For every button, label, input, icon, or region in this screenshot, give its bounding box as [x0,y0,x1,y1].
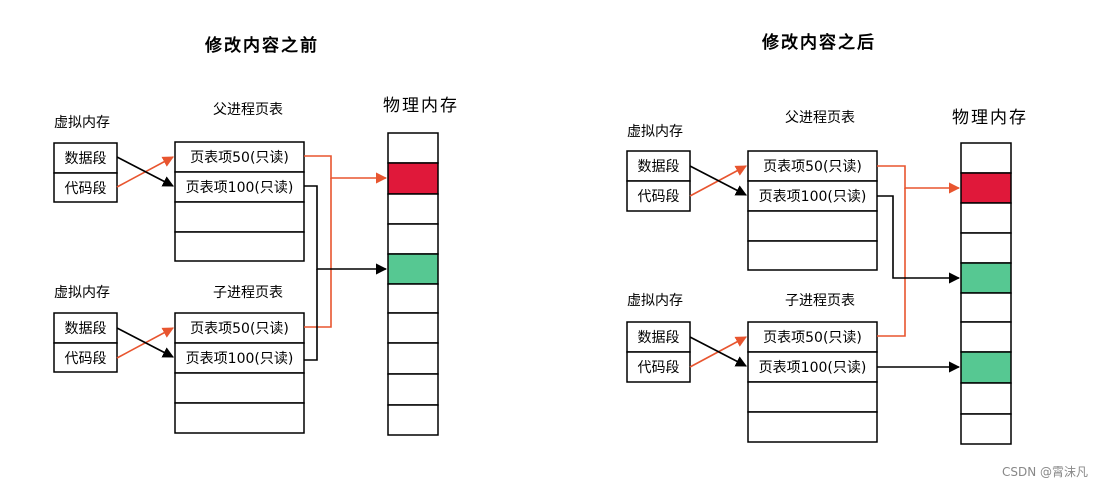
after-child-page-table: 页表项50(只读) 页表项100(只读) [747,321,878,443]
before-parent-table-title: 父进程页表 [213,102,283,118]
after-parent-page-table: 页表项50(只读) 页表项100(只读) [747,150,878,271]
before-parent-entry50-link [304,155,388,184]
before-physical-cell-4 [387,223,439,255]
after-child-entry50-link [877,188,906,337]
before-parent-segment-data [53,142,118,174]
after-parent-segment-data [626,150,691,182]
after-parent-virtual-label: 虚拟内存 [627,124,683,140]
before-child-page-table: 页表项50(只读) 页表项100(只读) [174,312,305,434]
before-child-segment-code-label: 代码段 [65,351,107,367]
after-parent-entry-1-label: 页表项50(只读) [763,158,862,175]
before-child-entry50-link [304,178,332,328]
before-parent-segment-code [53,172,118,203]
before-parent-page-table: 页表项50(只读) 页表项100(只读) [174,141,305,262]
before-child-entry-3 [174,372,305,404]
before-parent-entry-2-label: 页表项100(只读) [186,179,294,196]
before-physical-cell-9 [387,373,439,406]
after-title: 修改内容之后 [761,32,876,53]
after-physical-memory [960,142,1012,445]
after-physical-title: 物理内存 [952,108,1028,128]
before-parent-entry-2 [174,171,305,203]
before-physical-cell-1 [387,132,439,164]
after-physical-cell-7 [960,321,1012,353]
before-child-code-arrow [116,327,174,358]
after-child-virtual-label: 虚拟内存 [627,293,683,309]
after-child-entry-2-label: 页表项100(只读) [759,359,867,376]
after-physical-cell-5 [960,262,1012,294]
after-physical-cell-2 [960,172,1012,204]
after-child-virtual-memory: 数据段 代码段 [626,321,691,383]
after-parent-segment-data-label: 数据段 [638,159,680,175]
before-child-entry-4 [174,402,305,434]
before-parent-entry-3 [174,201,305,233]
before-physical-cell-2 [387,162,439,195]
after-child-entry-4 [747,411,878,443]
before-parent-virtual-memory: 数据段 代码段 [53,142,118,203]
after-parent-table-title: 父进程页表 [785,110,855,126]
before-title: 修改内容之前 [204,35,319,56]
after-parent-entry-3 [747,210,878,242]
after-physical-cell-9 [960,382,1012,415]
after-child-entry-2 [747,351,878,383]
after-child-table-title: 子进程页表 [785,293,855,309]
before-physical-cell-6 [387,283,439,314]
before-child-segment-data-label: 数据段 [65,321,107,337]
after-child-entry-1-label: 页表项50(只读) [763,329,862,346]
after-parent-entry-2-label: 页表项100(只读) [759,188,867,205]
after-parent-entry-1 [747,150,878,182]
after-parent-segment-code-label: 代码段 [638,189,680,205]
after-parent-entry50-link [877,165,961,194]
after-parent-code-arrow [689,165,747,196]
before-parent-entry-1-label: 页表项50(只读) [190,149,289,166]
before-parent-segment-data-label: 数据段 [65,151,107,167]
before-parent-segment-code-label: 代码段 [65,181,107,197]
before-physical-cell-8 [387,342,439,375]
after-physical-cell-4 [960,232,1012,264]
before-child-virtual-memory: 数据段 代码段 [53,312,118,373]
after-physical-cell-1 [960,142,1012,174]
before-physical-cell-3 [387,193,439,225]
before-physical-cell-5 [387,253,439,285]
after-physical-cell-6 [960,292,1012,323]
before-parent-virtual-label: 虚拟内存 [54,115,110,131]
before-child-table-title: 子进程页表 [213,285,283,301]
before-child-entry-1-label: 页表项50(只读) [190,320,289,337]
watermark: CSDN @霄沫凡 [1002,465,1088,479]
after-parent-entry100-link [877,195,961,284]
before-parent-entry100-link [304,185,388,275]
before-parent-entry-4 [174,231,305,262]
before-physical-cell-10 [387,404,439,436]
before-child-entry-2 [174,342,305,374]
before-child-entry-2-label: 页表项100(只读) [186,350,294,367]
after-child-entry-3 [747,381,878,413]
after-physical-cell-3 [960,202,1012,234]
after-child-code-arrow [689,336,747,367]
before-child-virtual-label: 虚拟内存 [54,285,110,301]
after-physical-cell-8 [960,351,1012,384]
before-panel: 修改内容之前 虚拟内存 数据段 代码段 父进程页表 页表项50(只读) 页表项1… [53,35,459,436]
before-parent-code-arrow [116,156,174,187]
after-parent-virtual-memory: 数据段 代码段 [626,150,691,212]
before-physical-title: 物理内存 [383,96,459,116]
before-child-segment-code [53,342,118,373]
after-physical-cell-10 [960,413,1012,445]
after-child-segment-data-label: 数据段 [638,330,680,346]
before-child-entry100-link [304,269,318,361]
after-child-segment-code-label: 代码段 [638,360,680,376]
after-parent-entry-4 [747,240,878,271]
after-child-entry-1 [747,321,878,353]
before-physical-memory [387,132,439,436]
after-panel: 修改内容之后 虚拟内存 数据段 代码段 父进程页表 页表项50(只读) 页表项1… [626,32,1028,445]
before-physical-cell-7 [387,312,439,344]
